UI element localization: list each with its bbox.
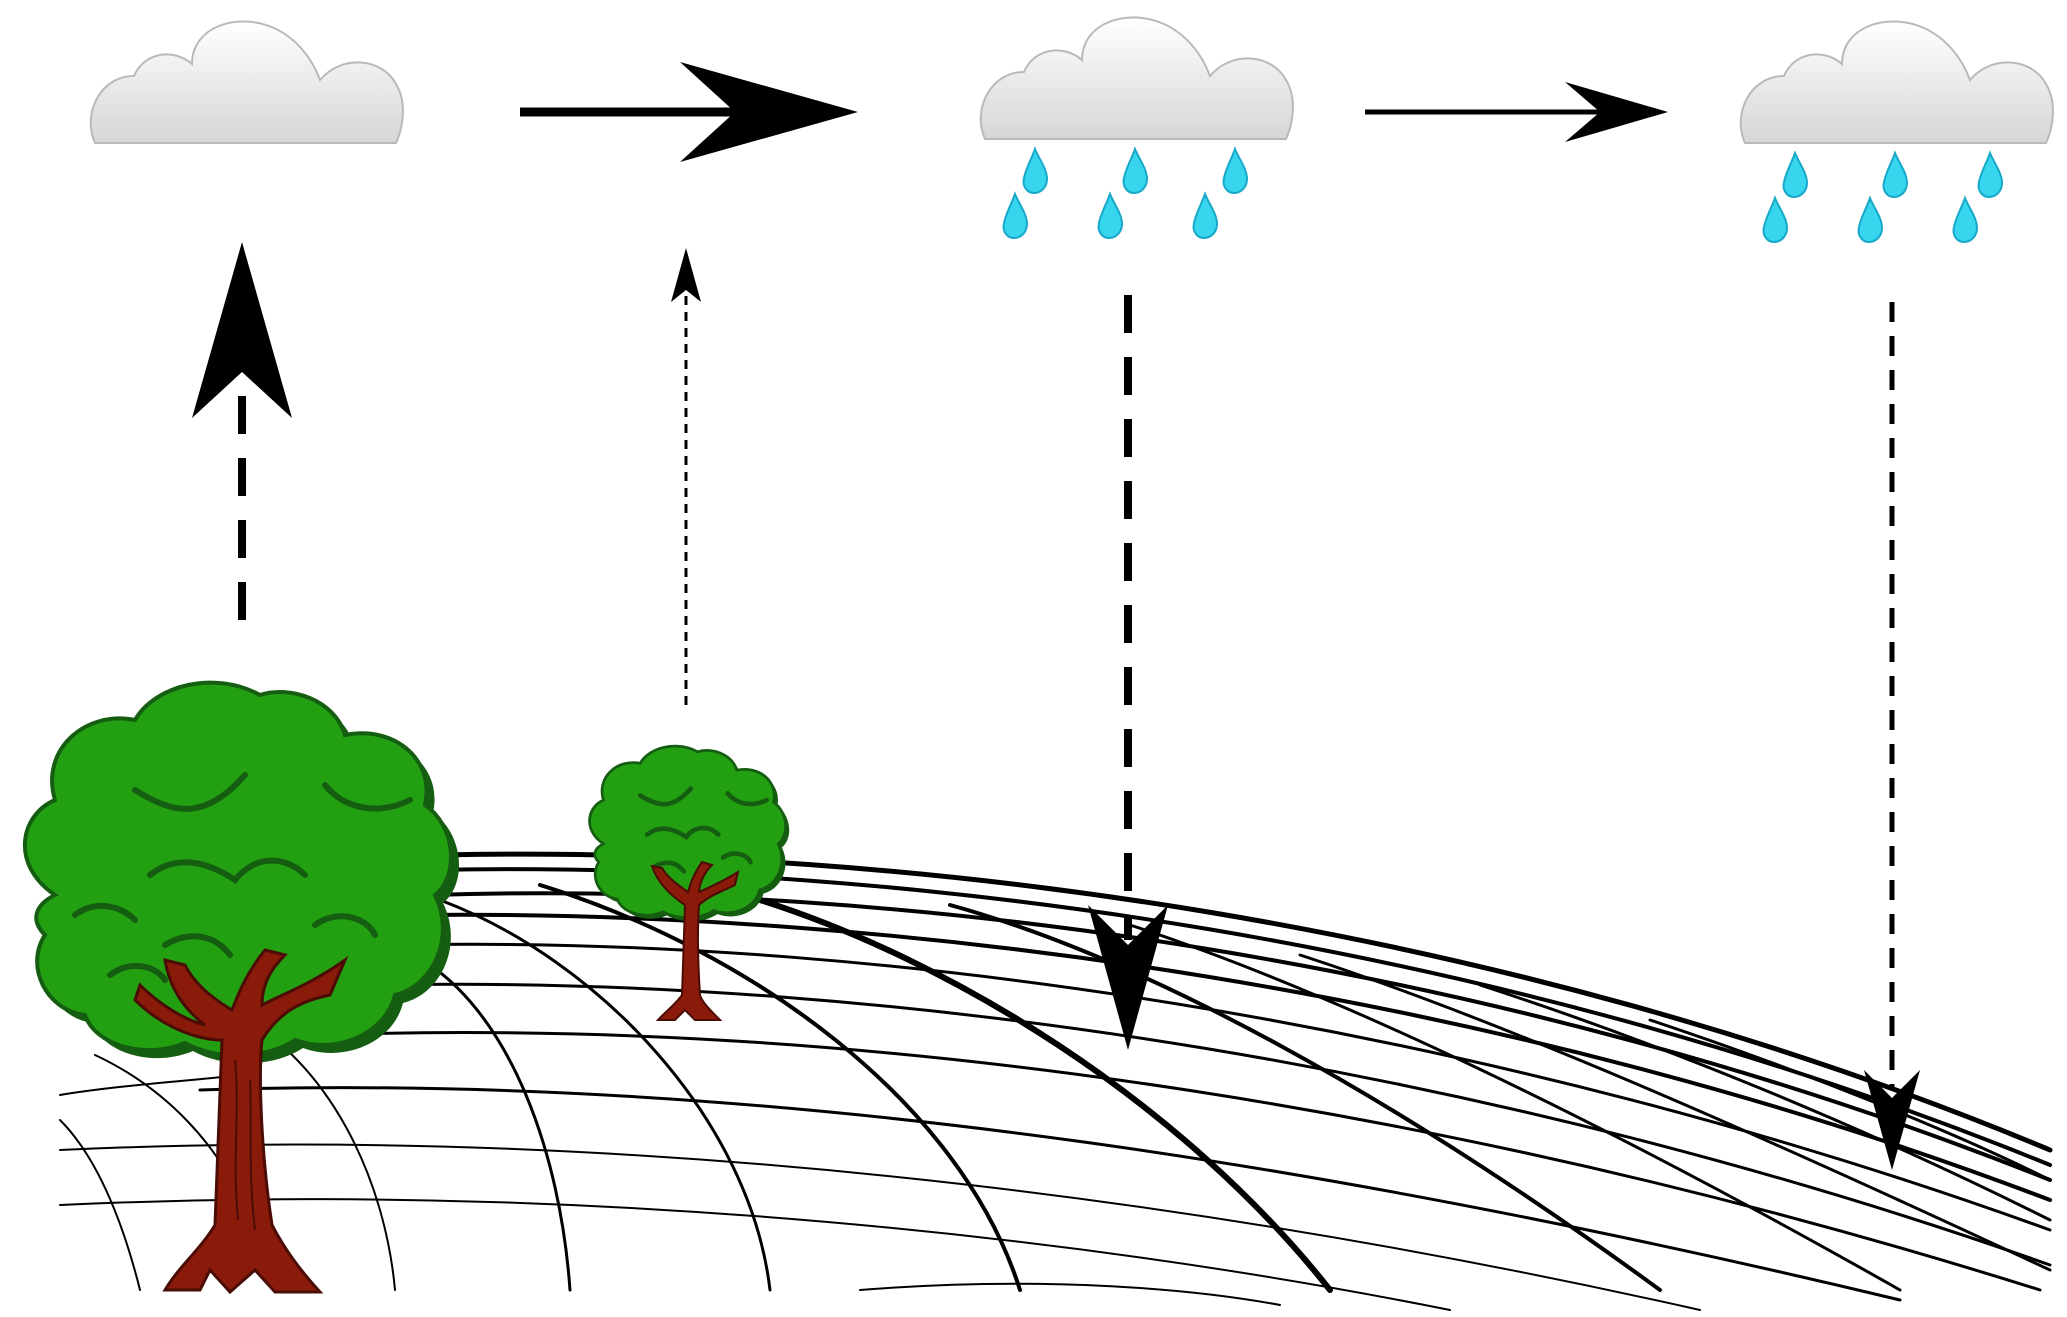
precipitation-arrow-1	[1088, 295, 1168, 1050]
trunk	[650, 860, 740, 1021]
raindrops	[1002, 148, 1248, 239]
horizontal-transport-arrow-2	[1365, 82, 1668, 142]
evapotranspiration-arrow-large	[192, 242, 292, 620]
rain-cloud-1	[979, 16, 1294, 239]
trunk	[133, 948, 349, 1295]
horizontal-transport-arrow-1	[520, 62, 858, 162]
raindrops	[1762, 152, 2003, 243]
small-tree	[588, 744, 790, 1021]
rain-cloud-2	[1739, 20, 2054, 243]
large-tree	[22, 680, 460, 1295]
evapotranspiration-arrow-small	[671, 248, 701, 705]
dry-cloud	[89, 20, 404, 144]
precipitation-arrow-2	[1864, 302, 1920, 1170]
